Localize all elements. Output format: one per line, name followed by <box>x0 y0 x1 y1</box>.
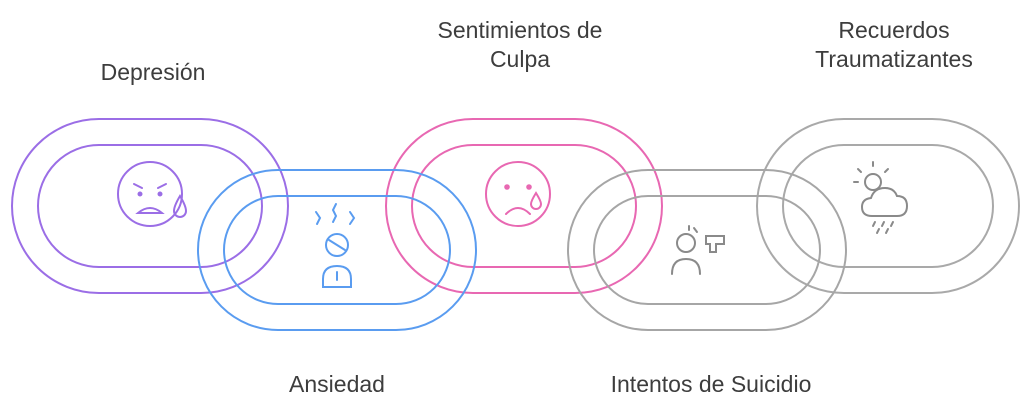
label-culpa: Sentimientos de Culpa <box>437 17 603 72</box>
anxious-person-icon <box>315 203 356 288</box>
chain-link-ansiedad <box>197 169 477 331</box>
person-gun-icon <box>671 225 725 275</box>
chain-link-depresion <box>11 118 289 294</box>
chain-link-traumas <box>756 118 1020 294</box>
sad-sweat-face-icon <box>117 161 188 227</box>
label-depresion: Depresión <box>100 59 206 85</box>
chain-link-culpa <box>385 118 663 294</box>
crying-face-icon <box>485 161 551 227</box>
chain-link-suicidio <box>567 169 847 331</box>
label-suicidio: Intentos de Suicidio <box>610 371 812 397</box>
label-ansiedad: Ansiedad <box>289 371 385 397</box>
label-traumas: Recuerdos Traumatizantes <box>815 17 973 72</box>
storm-cloud-icon <box>853 161 909 234</box>
